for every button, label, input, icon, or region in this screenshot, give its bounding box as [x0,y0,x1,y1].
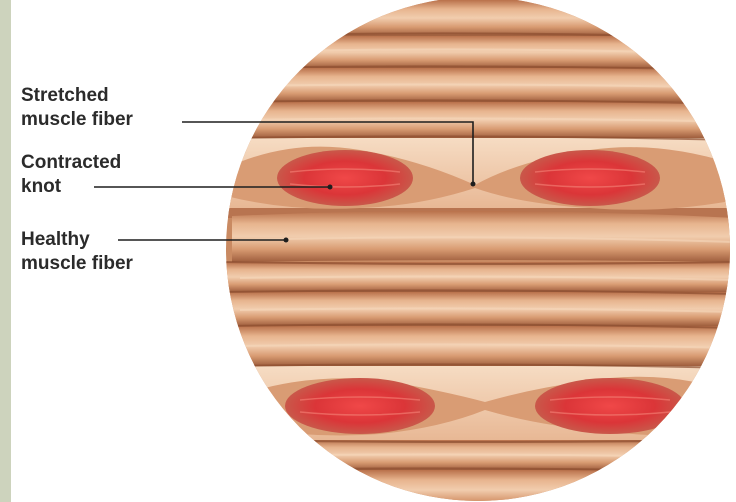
healthy-label-line2: muscle fiber [21,252,133,276]
healthy-muscle-fiber [232,211,736,262]
contracted-knot-label: Contracted knot [21,151,121,199]
healthy-pointer-dot [284,238,289,243]
contracted-knot [520,150,660,206]
contracted-pointer-dot [328,185,333,190]
stretched-fiber-label: Stretched muscle fiber [21,84,133,132]
contracted-label-line2: knot [21,175,121,199]
fiber-band [226,36,736,68]
fiber-band [226,0,736,36]
stretched-label-line1: Stretched [21,84,133,108]
healthy-label-line1: Healthy [21,228,133,252]
contracted-knot [277,150,413,206]
contracted-knot [285,378,435,434]
stretched-pointer-dot [471,182,476,187]
contracted-label-line1: Contracted [21,151,121,175]
contracted-knot [535,378,685,434]
fiber-band [226,470,736,502]
muscle-cross-section [226,0,736,502]
stretched-label-line2: muscle fiber [21,108,133,132]
healthy-fiber-label: Healthy muscle fiber [21,228,133,276]
